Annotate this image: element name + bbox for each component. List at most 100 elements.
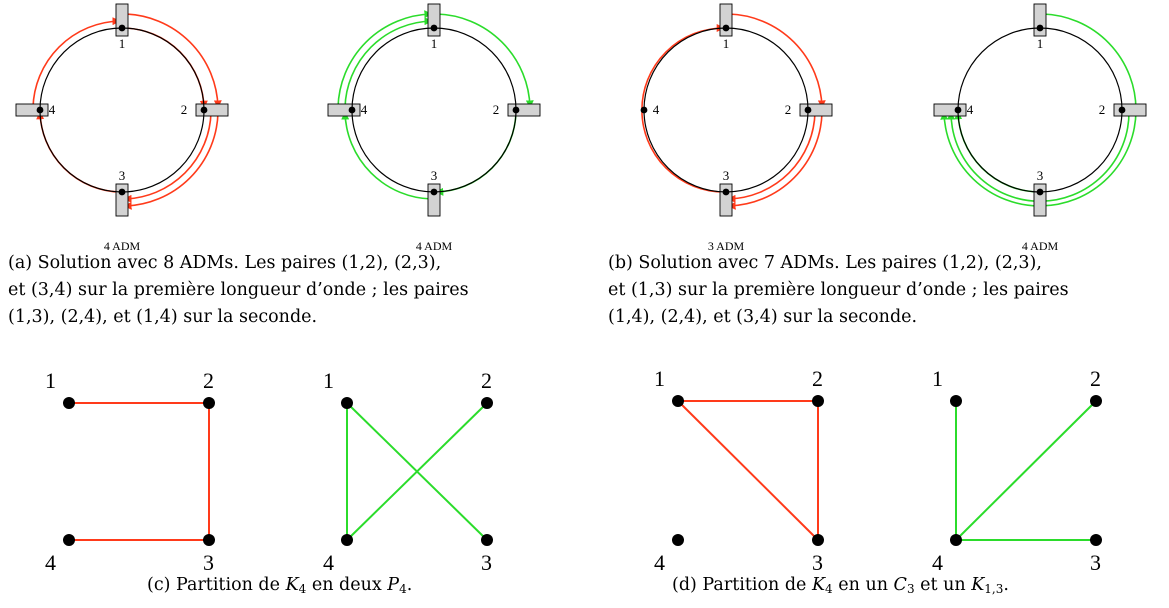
node-label: 4 xyxy=(361,102,368,117)
caption-a: (a) Solution avec 8 ADMs. Les paires (1,… xyxy=(8,250,469,331)
caption-b: (b) Solution avec 7 ADMs. Les paires (1,… xyxy=(608,250,1069,331)
node-dot xyxy=(118,188,126,196)
caption-d-and: et un xyxy=(914,575,972,595)
node-label: 4 xyxy=(967,102,974,117)
node-label: 1 xyxy=(431,36,438,51)
graph-edge xyxy=(677,400,819,541)
lightpath-arc xyxy=(940,13,1137,207)
lightpath-arc xyxy=(728,13,826,109)
node-dot xyxy=(118,24,126,32)
node-label: 4 xyxy=(653,102,660,117)
graph-vertex xyxy=(950,534,962,546)
node-dot xyxy=(430,24,438,32)
caption-b-line-1: (b) Solution avec 7 ADMs. Les paires (1,… xyxy=(608,253,1042,273)
node-label: 2 xyxy=(1099,102,1106,117)
graph-vertex-label: 3 xyxy=(481,550,492,575)
lightpath-arc xyxy=(341,111,432,200)
node-label: 3 xyxy=(723,168,730,183)
lightpath-arc xyxy=(727,112,823,210)
caption-a-line-2: et (3,4) sur la première longueur d’onde… xyxy=(8,280,469,300)
lightpath-arc xyxy=(727,112,816,203)
node-label: 1 xyxy=(1037,36,1044,51)
node-dot xyxy=(512,106,520,114)
node-dot xyxy=(1118,106,1126,114)
lightpath-arc xyxy=(124,13,222,109)
caption-c-k: K xyxy=(285,575,299,595)
adm-count-label: 4 ADM xyxy=(416,239,453,253)
caption-d-suffix: . xyxy=(1003,575,1009,595)
graph-vertex-label: 4 xyxy=(932,550,943,575)
graph-vertex xyxy=(203,534,215,546)
ring-diagram-3: 1 2 3 4 3 ADM xyxy=(640,3,833,253)
node-dot xyxy=(1036,188,1044,196)
caption-d-k2: K xyxy=(971,575,985,595)
node-dot xyxy=(954,106,962,114)
caption-c-p-sub: 4 xyxy=(399,582,407,596)
adm-count-label: 3 ADM xyxy=(708,239,745,253)
lightpath-arc xyxy=(123,112,212,203)
caption-d-middle: en un xyxy=(832,575,894,595)
graph-vertex xyxy=(63,397,75,409)
node-label: 3 xyxy=(431,168,438,183)
node-label: 1 xyxy=(119,36,126,51)
graph-vertex-label: 3 xyxy=(812,550,823,575)
graph-vertex-label: 1 xyxy=(323,368,334,393)
graph-2: 1 2 3 4 xyxy=(323,368,493,575)
node-dot xyxy=(200,106,208,114)
node-label: 4 xyxy=(49,102,56,117)
node-label: 2 xyxy=(493,102,500,117)
caption-c-p: P xyxy=(387,575,400,595)
caption-a-line-3: (1,3), (2,4), et (1,4) sur la seconde. xyxy=(8,307,318,327)
adm-count-label: 4 ADM xyxy=(1022,239,1059,253)
ring-diagram-2: 1 2 3 4 4 ADM xyxy=(327,3,541,253)
graph-vertex xyxy=(672,395,684,407)
graph-edge xyxy=(955,400,1097,541)
caption-c-middle: en deux xyxy=(306,575,388,595)
graph-vertex xyxy=(672,534,684,546)
caption-c-k-sub: 4 xyxy=(298,582,307,596)
lightpath-arc xyxy=(436,13,534,109)
graph-vertex xyxy=(1090,395,1102,407)
graph-vertex-label: 2 xyxy=(1090,366,1101,391)
caption-d-prefix: (d) Partition de xyxy=(672,575,812,595)
node-dot xyxy=(1036,24,1044,32)
node-dot xyxy=(722,188,730,196)
graph-vertex xyxy=(481,534,493,546)
graph-edge xyxy=(346,402,488,541)
node-dot xyxy=(348,106,356,114)
graph-vertex-label: 1 xyxy=(45,368,56,393)
graph-vertex xyxy=(63,534,75,546)
node-label: 2 xyxy=(181,102,188,117)
lightpath-arc xyxy=(123,112,219,210)
graph-vertex xyxy=(341,397,353,409)
ring-diagram-4: 1 2 3 4 4 ADM xyxy=(933,3,1147,253)
lightpath-arc xyxy=(337,10,433,108)
caption-d: (d) Partition de K4 en un C3 et un K1,3. xyxy=(672,575,1009,596)
graph-vertex xyxy=(481,397,493,409)
caption-d-k: K xyxy=(811,575,826,595)
graph-3: 1 2 3 4 xyxy=(654,366,824,575)
node-label: 3 xyxy=(1037,168,1044,183)
caption-b-line-3: (1,4), (2,4), et (3,4) sur la seconde. xyxy=(608,307,918,327)
graph-vertex-label: 1 xyxy=(654,366,665,391)
node-dot xyxy=(804,106,812,114)
caption-c-suffix: . xyxy=(406,575,413,595)
node-dot xyxy=(430,188,438,196)
caption-d-c-sub: 3 xyxy=(906,582,915,596)
caption-c-prefix: (c) Partition de xyxy=(147,575,286,595)
graph-vertex xyxy=(950,395,962,407)
node-label: 1 xyxy=(723,36,730,51)
caption-c: (c) Partition de K4 en deux P4. xyxy=(147,575,412,596)
graph-vertex-label: 4 xyxy=(654,550,665,575)
caption-d-k2-sub: 1,3 xyxy=(984,582,1004,596)
node-label: 2 xyxy=(785,102,792,117)
node-dot xyxy=(722,24,730,32)
graph-vertex-label: 2 xyxy=(812,366,823,391)
graph-vertex-label: 2 xyxy=(481,368,492,393)
graph-vertex-label: 4 xyxy=(323,550,334,575)
graph-vertex xyxy=(1090,534,1102,546)
lightpath-arc xyxy=(344,17,433,108)
